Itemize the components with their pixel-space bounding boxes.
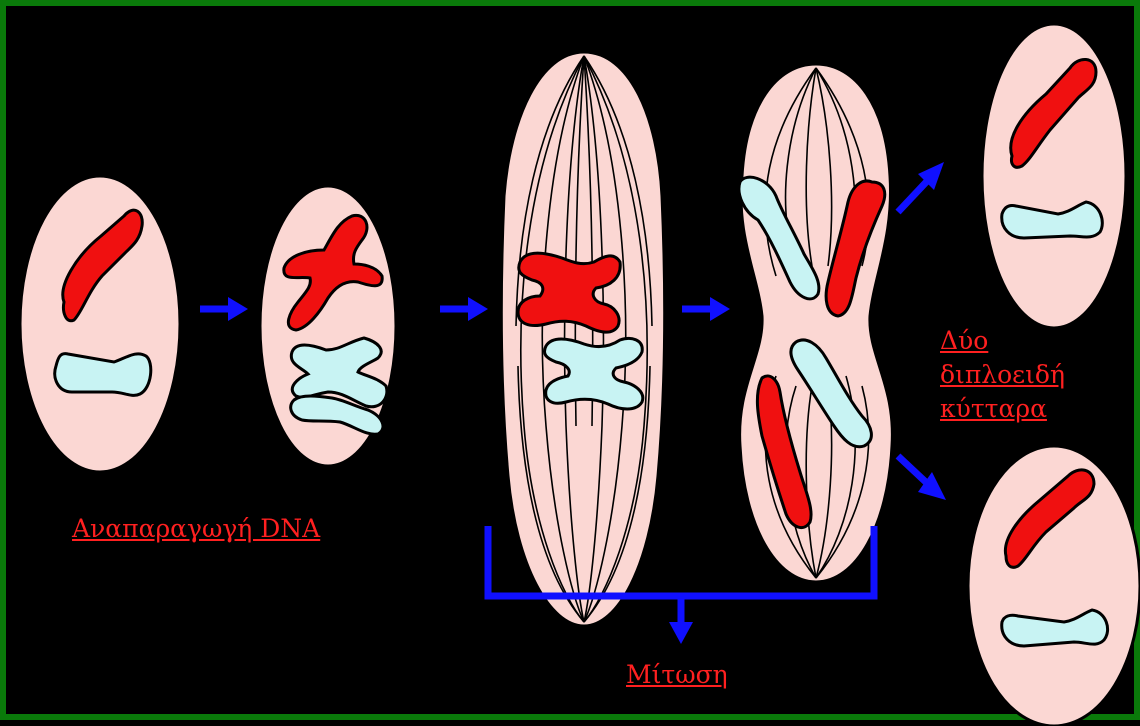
- daughter-cell-top: [982, 24, 1126, 328]
- result-label-line2: διπλοειδή: [940, 358, 1065, 392]
- result-label-line3: κύτταρα: [940, 392, 1047, 426]
- arrow-to-dividing: [682, 297, 730, 321]
- daughter-cell-bottom: [968, 446, 1140, 726]
- cell-dividing: [739, 64, 892, 582]
- cell-membrane: [501, 52, 664, 626]
- cell-replicated: [260, 186, 396, 466]
- mitosis-label: Μίτωση: [626, 658, 728, 692]
- chromosome-cyan: [55, 354, 151, 396]
- cell-membrane: [982, 24, 1126, 328]
- arrow-to-daughter-top: [898, 162, 944, 212]
- arrow-to-metaphase: [440, 297, 488, 321]
- dna-replication-label: Αναπαραγωγή DNA: [72, 512, 320, 546]
- cell-membrane: [740, 64, 893, 582]
- result-label-line1: Δύο: [940, 324, 988, 358]
- arrow-to-daughter-bottom: [898, 456, 946, 500]
- cell-initial: [20, 176, 180, 472]
- arrow-to-replication: [200, 297, 248, 321]
- cell-metaphase: [501, 52, 664, 626]
- cell-membrane: [20, 176, 180, 472]
